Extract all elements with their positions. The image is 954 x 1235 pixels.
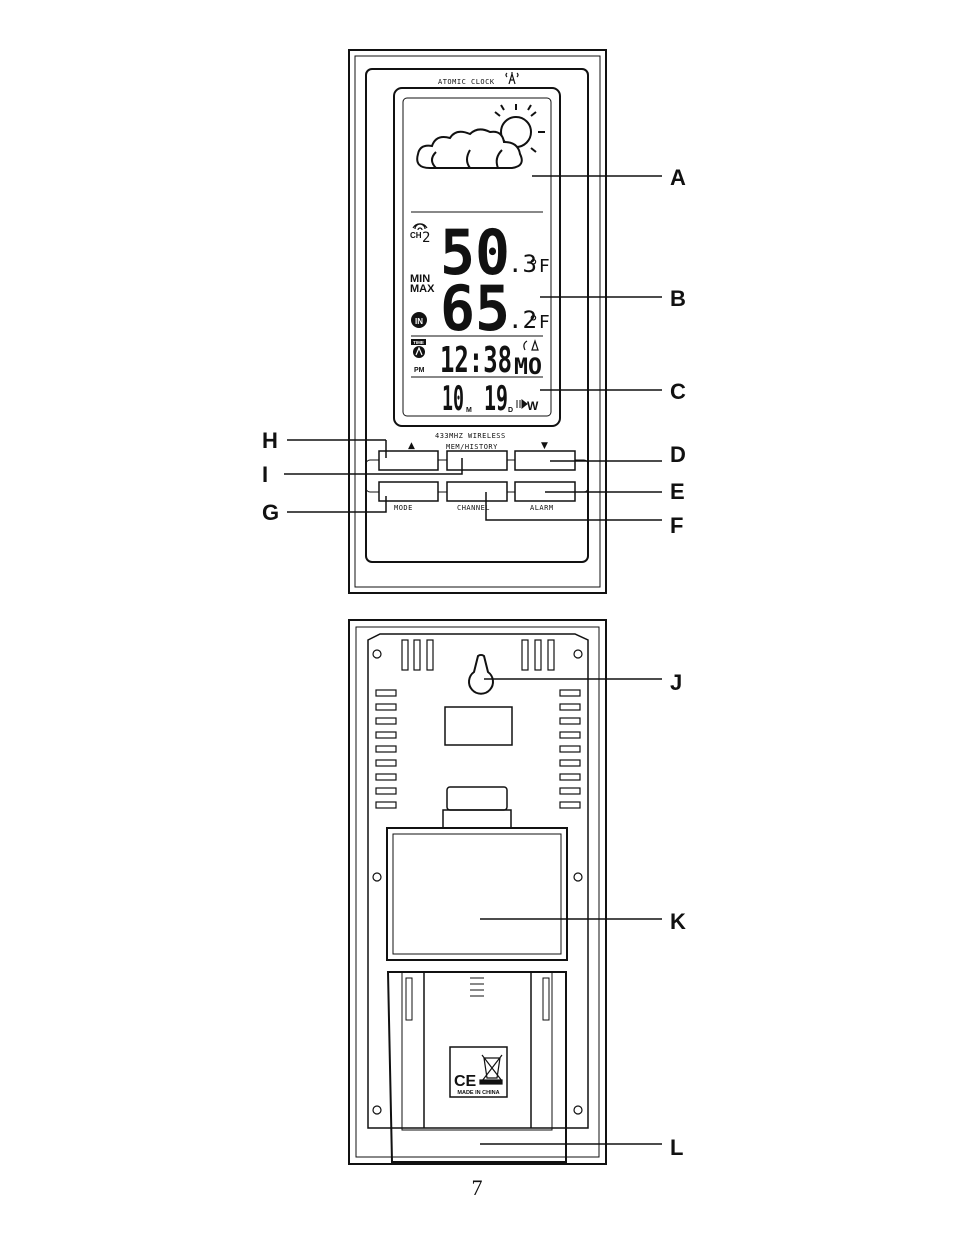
outdoor-temperature: 50 xyxy=(440,216,510,289)
callout-c: C xyxy=(670,379,686,404)
battery-latch xyxy=(442,786,512,829)
channel-button[interactable] xyxy=(446,481,508,502)
dst-arrow-icon xyxy=(516,398,528,410)
battery-compartment xyxy=(386,827,568,961)
outdoor-temperature-decimal: .3 xyxy=(508,250,537,278)
indoor-temperature-decimal: .2 xyxy=(508,306,537,334)
label-recess xyxy=(444,706,513,746)
stand xyxy=(386,971,567,1163)
channel-number: 2 xyxy=(422,230,430,246)
signal-icon xyxy=(412,223,428,231)
antenna-tower-icon xyxy=(505,71,519,85)
callout-d: D xyxy=(670,442,686,467)
made-in-label: MADE IN CHINA xyxy=(457,1090,499,1096)
callout-b: B xyxy=(670,286,686,311)
wall-mount-hole xyxy=(468,654,494,695)
callout-j: J xyxy=(670,670,682,695)
radio-tower-icon xyxy=(413,346,425,358)
screw-holes xyxy=(372,649,583,1115)
callout-l: L xyxy=(670,1135,683,1160)
callout-e: E xyxy=(670,479,685,504)
clock-time: 12:38 xyxy=(440,340,512,381)
front-unit xyxy=(348,49,607,594)
mode-button[interactable] xyxy=(378,481,439,502)
weee-bin-icon xyxy=(479,1054,503,1085)
month-suffix: M xyxy=(466,407,472,414)
side-vents xyxy=(375,689,581,809)
date-month: 10 xyxy=(442,379,464,419)
callout-h: H xyxy=(262,428,278,453)
callout-lines xyxy=(284,175,662,1145)
mem-history-label: MEM/HISTORY xyxy=(446,443,498,451)
mode-label: MODE xyxy=(394,504,413,512)
ce-mark: CE xyxy=(454,1073,477,1090)
mem-history-button[interactable] xyxy=(446,450,508,471)
indoor-temperature: 65 xyxy=(440,272,510,345)
callout-f: F xyxy=(670,513,683,538)
channel-button-label: CHANNEL xyxy=(457,504,490,512)
rating-label: CE MADE IN CHINA xyxy=(449,1046,508,1098)
alarm-bell-icon xyxy=(523,339,539,351)
dst-indicator: W xyxy=(527,399,539,413)
up-arrow-icon: ▲ xyxy=(408,441,415,451)
weekday: MO xyxy=(514,355,542,380)
time-badge: TIME xyxy=(411,339,426,345)
callout-g: G xyxy=(262,500,279,525)
max-label: MAX xyxy=(410,283,435,295)
outdoor-unit: °F xyxy=(528,256,550,277)
channel-label: CH xyxy=(410,231,422,240)
svg-text:IN: IN xyxy=(415,317,423,326)
indoor-unit: °F xyxy=(528,312,550,333)
indoor-badge: IN xyxy=(411,312,427,328)
up-button[interactable] xyxy=(378,450,439,471)
date-day: 19 xyxy=(484,379,508,419)
pm-indicator: PM xyxy=(414,367,425,374)
brand-text: ATOMIC CLOCK xyxy=(438,78,495,86)
svg-text:TIME: TIME xyxy=(413,340,424,345)
back-unit xyxy=(348,619,607,1165)
page-number: 7 xyxy=(471,1175,483,1200)
top-vents xyxy=(401,639,555,671)
alarm-label: ALARM xyxy=(530,504,554,512)
callout-i: I xyxy=(262,462,268,487)
callout-k: K xyxy=(670,909,686,934)
callout-a: A xyxy=(670,165,686,190)
down-arrow-icon: ▼ xyxy=(541,441,548,451)
day-suffix: D xyxy=(508,407,513,414)
min-label: MIN xyxy=(410,273,430,285)
weather-forecast-icon xyxy=(416,104,545,169)
frequency-label: 433MHZ WIRELESS xyxy=(435,432,506,440)
